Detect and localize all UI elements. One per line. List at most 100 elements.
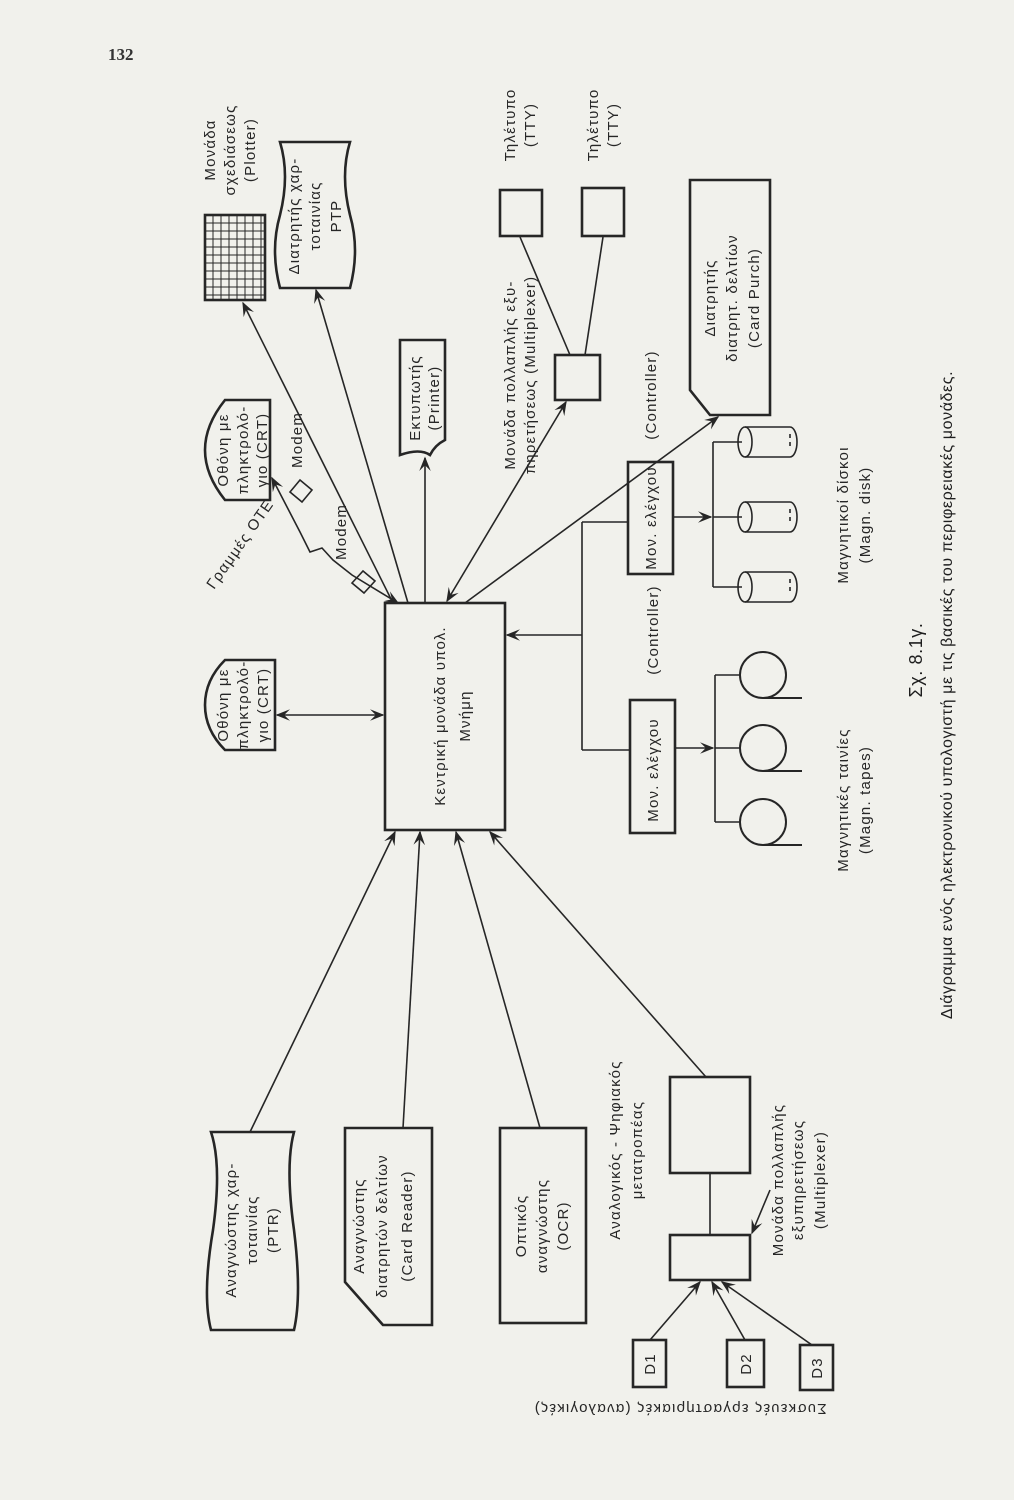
paper-tape-reader: Αναγνώστης χαρ- τοταινίας (PTR) [205, 1130, 300, 1332]
svg-text:γιο (CRT): γιο (CRT) [254, 413, 271, 488]
modem-diamond-bottom [350, 569, 377, 595]
lab-devices-caption: Συσκευές εργαστηριακές (αναλογικές) [534, 1400, 827, 1417]
cpu-card-punch-link [464, 416, 720, 604]
svg-text:(Card Reader): (Card Reader) [399, 1170, 416, 1281]
paper-tape-punch: Διατρητής χαρ- τοταινίας PTP [273, 140, 357, 290]
card-reader: Αναγνώστης διατρητών δελτίων (Card Reade… [343, 1126, 434, 1327]
mux-tty1-link [519, 236, 571, 356]
device-d1: D1 [631, 1338, 668, 1389]
multiplexer-bottom-label-2: εξυπηρετήσεως [790, 1120, 807, 1240]
disk-cylinder-icon [745, 571, 798, 603]
svg-text:(Plotter): (Plotter) [242, 118, 259, 182]
svg-text:Οπτικός: Οπτικός [513, 1195, 530, 1258]
modem-label-2: Modem [333, 504, 350, 560]
svg-text:(Card Purch): (Card Purch) [746, 248, 763, 348]
svg-text:D3: D3 [809, 1357, 826, 1379]
svg-text:πληκτρολό-: πληκτρολό- [235, 661, 252, 750]
multiplexer-bottom-label-1: Μονάδα πολλαπλής [770, 1104, 787, 1256]
device-d2: D2 [725, 1338, 766, 1389]
tape-reel-icon [739, 651, 787, 699]
tape-controller-sub: (Controller) [645, 585, 662, 674]
tape-controller-box [628, 698, 677, 835]
disk-cylinder-icon [745, 501, 798, 533]
svg-text:Μονάδα: Μονάδα [202, 119, 219, 180]
disks-label: Μαγνητικοί δίσκοι [835, 446, 852, 583]
multiplexer-top-label-1: Μονάδα πολλαπλής εξυ- [502, 280, 519, 469]
figure-caption: Διάγραμμα ενός ηλεκτρονικού υπολογιστή μ… [939, 371, 956, 1019]
ocr-cpu-link [453, 830, 541, 1129]
d2-mux-link [711, 1280, 746, 1341]
disk-cylinder-end [737, 571, 753, 603]
modem-label-1: Modem [289, 412, 306, 468]
svg-text:(PTR): (PTR) [265, 1207, 282, 1253]
device-d3: D3 [798, 1343, 835, 1392]
multiplexer-pointer [751, 1189, 771, 1235]
cpu-multiplexer-link [446, 400, 567, 603]
adc-cpu-link [489, 830, 707, 1078]
adc-box [668, 1075, 752, 1175]
svg-text:D2: D2 [738, 1353, 755, 1375]
svg-text:Τηλέτυπο: Τηλέτυπο [502, 89, 519, 162]
cpu-memory-box: Κεντρική μονάδα υπολ. Μνήμη [383, 601, 507, 832]
disk-controller-label: Μον. ελέγχου [643, 466, 660, 569]
adc-label-1: Αναλογικός - Ψηφιακός [607, 1060, 624, 1239]
tape-reel-icon [739, 724, 787, 772]
disk-cylinder-end [737, 426, 753, 458]
memory-label: Μνήμη [457, 690, 474, 741]
magnetic-tapes [714, 651, 802, 846]
svg-text:Διατρητής χαρ-: Διατρητής χαρ- [286, 158, 303, 275]
page-number: 132 [108, 45, 134, 64]
multiplexer-bottom-label-3: (Multiplexer) [812, 1131, 829, 1229]
svg-text:σχεδιάσεως: σχεδιάσεως [222, 104, 239, 195]
d1-mux-link [649, 1280, 701, 1341]
cpu-ptp-link [314, 288, 409, 604]
card-punch: Διατρητής διατρητ. δελτίων (Card Purch) [688, 178, 772, 417]
tty-1-box [498, 188, 544, 238]
phone-lines-label: Γραμμές ΟΤΕ [203, 497, 277, 593]
tapes-label: Μαγνητικές ταινίες [835, 728, 852, 871]
tape-controller-label: Μον. ελέγχου [645, 718, 662, 821]
card-reader-cpu-link [402, 830, 426, 1129]
svg-text:(OCR): (OCR) [555, 1201, 572, 1250]
plotter: Μονάδα σχεδιάσεως (Plotter) [202, 104, 267, 302]
d3-mux-link [720, 1281, 813, 1346]
adc-label-2: μετατροπέας [629, 1101, 646, 1199]
svg-text:διατρητ. δελτίων: διατρητ. δελτίων [724, 234, 741, 362]
magnetic-disks [712, 426, 798, 603]
svg-text:Τηλέτυπο: Τηλέτυπο [585, 89, 602, 162]
svg-text:Αναγνώστης: Αναγνώστης [351, 1178, 368, 1273]
mux-tty2-link [584, 236, 604, 356]
svg-text:(Printer): (Printer) [426, 366, 443, 431]
figure-number: Σχ. 8.1γ. [906, 622, 926, 697]
disk-controller-box [626, 460, 675, 576]
svg-text:Οθόνη με: Οθόνη με [215, 413, 232, 486]
svg-text:Εκτυπωτής: Εκτυπωτής [407, 355, 424, 441]
crt-terminal-left: Οθόνη με πληκτρολό- γιο (CRT) [203, 658, 277, 752]
crt-terminal-top: Οθόνη με πληκτρολό- γιο (CRT) [203, 398, 272, 502]
multiplexer-bottom-box [668, 1233, 752, 1282]
cpu-plotter-link [242, 301, 394, 604]
svg-text:πληκτρολό-: πληκτρολό- [235, 406, 252, 495]
disks-label-en: (Magn. disk) [857, 467, 874, 564]
multiplexer-top-label-2: πηρετήσεως (Multiplexer) [522, 276, 539, 475]
tty-2-box [580, 186, 626, 238]
svg-text:Οθόνη με: Οθόνη με [215, 668, 232, 741]
svg-text:διατρητών δελτίων: διατρητών δελτίων [374, 1154, 391, 1298]
svg-text:(TTY): (TTY) [522, 103, 539, 147]
tapes-label-en: (Magn. tapes) [857, 746, 874, 854]
ptr-cpu-link [249, 830, 396, 1133]
svg-text:D1: D1 [642, 1353, 659, 1375]
svg-text:γιο (CRT): γιο (CRT) [255, 668, 272, 743]
printer: Εκτυπωτής (Printer) [398, 338, 447, 457]
svg-text:Αναγνώστης χαρ-: Αναγνώστης χαρ- [223, 1162, 240, 1297]
tape-reel-icon [739, 798, 787, 846]
svg-text:(TTY): (TTY) [605, 103, 622, 147]
ocr-reader: Οπτικός αναγνώστης (OCR) [498, 1126, 588, 1325]
multiplexer-top-box [553, 353, 602, 402]
cpu-label: Κεντρική μονάδα υπολ. [432, 626, 449, 806]
disk-controller-sub: (Controller) [643, 350, 660, 439]
disk-cylinder-end [737, 501, 753, 533]
svg-text:Διατρητής: Διατρητής [702, 259, 719, 336]
svg-text:τοταινίας: τοταινίας [244, 1195, 261, 1264]
